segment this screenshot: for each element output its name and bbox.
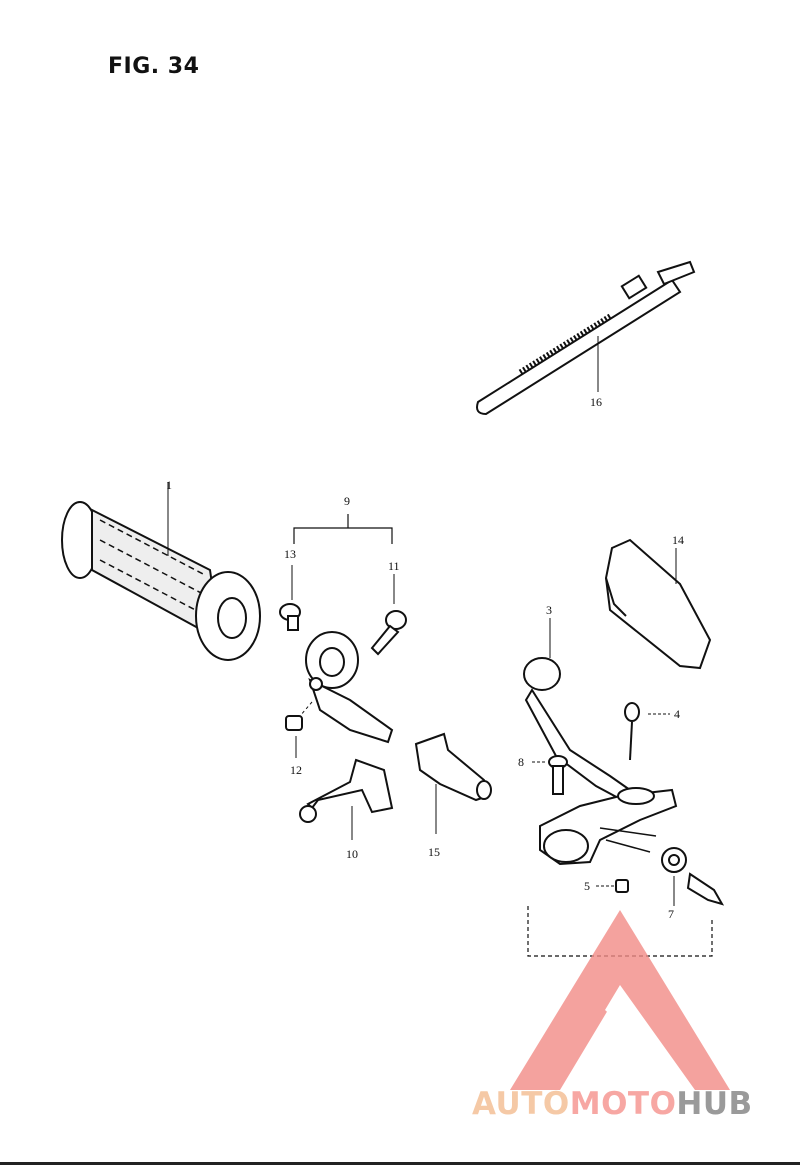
callout-4: 4 — [674, 707, 680, 721]
watermark-text: AUTOMOTOHUB — [472, 1086, 753, 1122]
callout-12: 12 — [290, 763, 302, 777]
callout-8: 8 — [518, 755, 524, 769]
callout-11: 11 — [388, 559, 400, 573]
part-5-screw — [596, 879, 629, 893]
part-15-lever — [414, 732, 492, 834]
callout-14: 14 — [672, 533, 684, 547]
part-7-bolt — [661, 847, 725, 906]
callout-1: 1 — [166, 478, 172, 492]
part-16-cable-strap — [476, 260, 696, 416]
part-8-bolt — [532, 755, 568, 795]
master-cylinder-housing — [539, 787, 678, 866]
callout-3: 3 — [546, 603, 552, 617]
callout-15: 15 — [428, 845, 440, 859]
callout-7: 7 — [668, 907, 674, 921]
lever-holder-clamp — [299, 631, 394, 744]
part-12-nut — [285, 715, 303, 758]
figure-title: FIG. 34 — [108, 54, 200, 79]
callout-16: 16 — [590, 395, 602, 409]
part-14-cover — [604, 538, 712, 670]
watermark-auto: AUTO — [472, 1086, 570, 1122]
part-1-handlebar-grip — [61, 482, 261, 661]
part-3-brake-lever — [523, 618, 632, 802]
part-13-screw — [279, 565, 301, 631]
callout-9: 9 — [344, 494, 350, 508]
watermark-moto: MOTO — [569, 1086, 677, 1122]
part-4-adjuster — [624, 702, 670, 761]
bottom-border — [0, 1162, 800, 1165]
callout-13: 13 — [284, 547, 296, 561]
callout-labels: 16 1 9 13 11 14 3 4 8 12 10 15 5 7 — [166, 395, 684, 921]
callout-10: 10 — [346, 847, 358, 861]
part-10-lever — [299, 758, 394, 840]
watermark-hub: HUB — [676, 1086, 753, 1122]
watermark-logo-icon — [510, 910, 730, 1090]
part-11-screw — [370, 574, 407, 656]
bracket-9 — [293, 514, 393, 544]
callout-5: 5 — [584, 879, 590, 893]
